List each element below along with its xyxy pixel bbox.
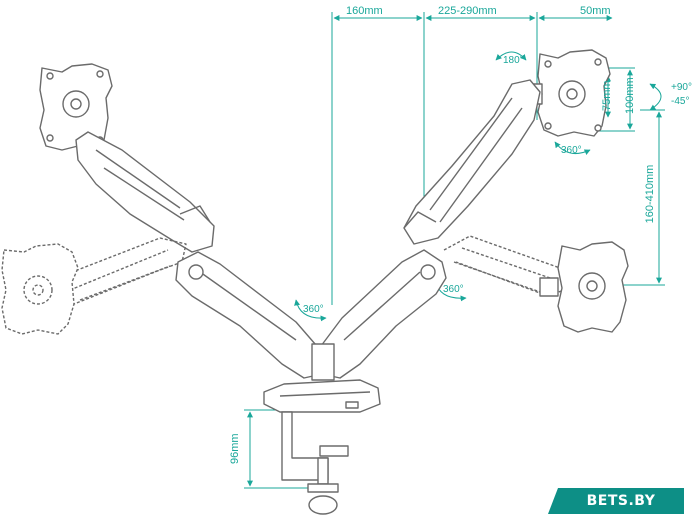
base [263,379,381,413]
left-arm-lower [175,251,323,379]
left-arm-upper [75,131,215,253]
left-vesa-plate-lower [1,243,79,335]
dimension-lines [244,12,665,489]
rotation-360-label: 360° [561,145,582,156]
right-vesa-plate-upper [527,49,611,137]
dim-clamp-depth: 96mm [229,433,241,464]
tilt-down-label: -45° [671,96,690,107]
right-arm-360-label: 360° [443,284,464,295]
right-arm-lower [317,249,447,379]
dim-height-range: 160-410mm [644,164,656,224]
right-vesa-plate-lower [539,241,629,333]
watermark-logo: BETS.BY [548,488,684,514]
pole [311,343,335,381]
right-arm-upper [403,79,541,245]
swivel-180-label: 180° [503,55,524,66]
tilt-up-label: +90° [671,82,692,93]
left-vesa-plate-upper [39,63,113,151]
line-art [1,49,629,515]
dim-vesa-100: 100mm [624,77,636,114]
desk-clamp [281,411,349,515]
left-arm-360-label: 360° [303,304,324,315]
dim-arm-segment-2: 225-290mm [438,5,497,17]
left-arm-ghost [61,237,187,305]
dim-arm-segment-1: 160mm [346,5,383,17]
dim-vesa-75: 75mm [601,80,613,111]
dim-vesa-offset: 50mm [580,5,611,17]
